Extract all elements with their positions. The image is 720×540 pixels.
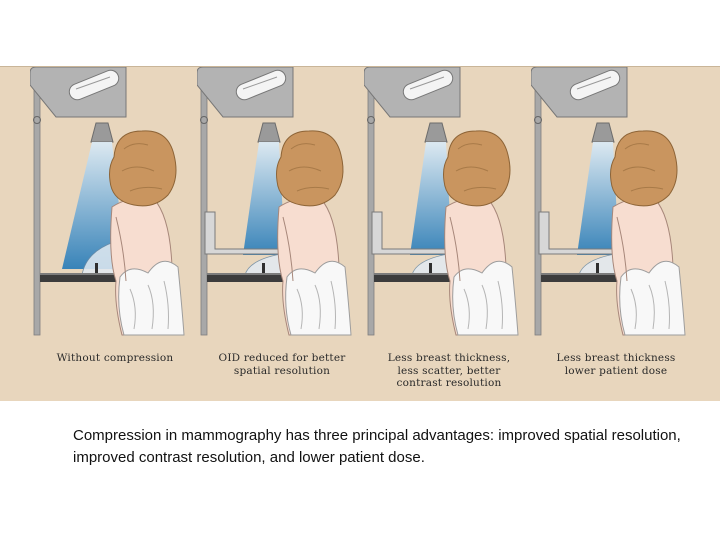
machine-column [368,87,374,335]
marker [429,263,432,273]
mammography-illustration [197,67,367,357]
patient-gown [620,261,685,335]
machine-column [34,87,40,335]
marker [596,263,599,273]
panel-without-compression: Without compression [30,67,200,401]
machine-column [535,87,541,335]
marker [95,263,98,273]
panel-oid-reduced: OID reduced for better spatial resolutio… [197,67,367,401]
patient-hair [110,131,177,206]
patient-hair [611,131,678,206]
machine-column [201,87,207,335]
collimator [258,123,280,142]
mammography-figure: Without compression OID reduced for bett… [0,66,720,401]
panel-label: Less breast thickness lower patient dose [531,352,701,377]
patient-hair [277,131,344,206]
patient-gown [286,261,351,335]
panel-label: OID reduced for better spatial resolutio… [197,352,367,377]
figure-caption: Compression in mammography has three pri… [73,425,683,469]
panel-less-thickness-contrast: Less breast thickness, less scatter, bet… [364,67,534,401]
panel-label: Without compression [30,352,200,365]
patient-gown [119,261,184,335]
mammography-illustration [364,67,534,357]
patient-gown [453,261,518,335]
mammography-illustration [30,67,200,357]
mammography-illustration [531,67,701,357]
collimator [425,123,447,142]
panel-less-thickness-dose: Less breast thickness lower patient dose [531,67,701,401]
collimator [592,123,614,142]
panel-label: Less breast thickness, less scatter, bet… [364,352,534,390]
patient-hair [444,131,511,206]
collimator [91,123,113,142]
marker [262,263,265,273]
